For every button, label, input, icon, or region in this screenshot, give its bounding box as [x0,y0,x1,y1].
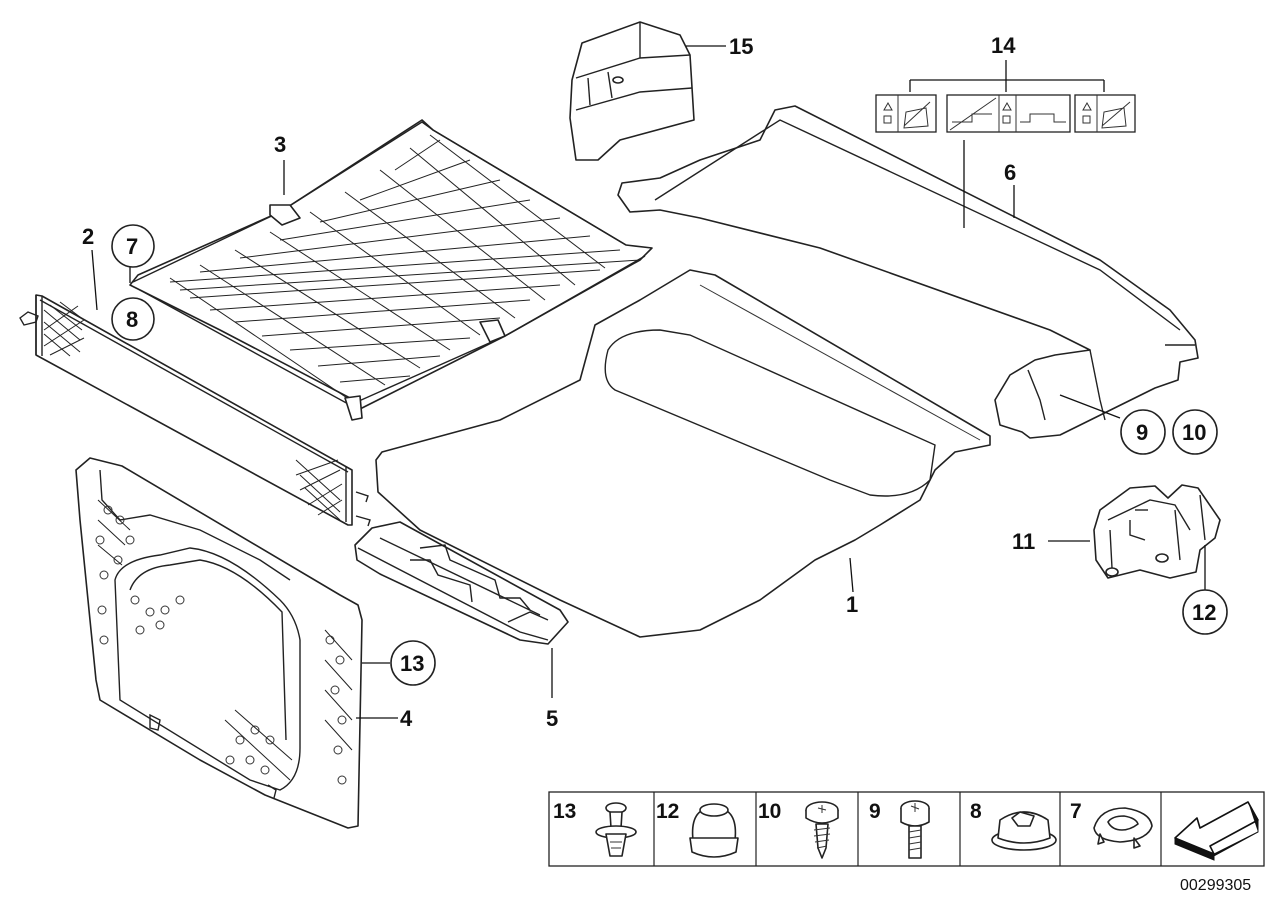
part-2-side-net [19,294,371,527]
part-1-floor-mat [375,269,991,638]
callout-8-circle [111,297,155,341]
legend-number-12: 12 [656,800,679,823]
legend-item-12: 12 [656,800,739,858]
callout-10: 10 [1182,420,1206,445]
part-11-bracket [1093,484,1221,579]
bolt-icon [900,800,930,859]
legend-number-8: 8 [970,800,982,823]
legend-item-13: 13 [553,800,637,857]
callout-2: 2 [82,224,94,249]
callout-14: 14 [991,33,1016,58]
callout-7: 7 [126,234,138,259]
part-6-floor-cover [617,105,1199,439]
callout-1: 1 [846,592,858,617]
legend-number-13: 13 [553,800,576,823]
part-14-warning-labels [875,60,1136,133]
callout-9-circle [1120,409,1166,455]
part-3-luggage-net [129,119,653,421]
callout-12-circle [1182,589,1228,635]
part-4-side-trim-panel [75,457,363,829]
callout-15: 15 [729,34,753,59]
legend-number-7: 7 [1070,800,1082,823]
plug-cap-icon [689,803,739,858]
callout-13: 13 [400,651,424,676]
legend-item-10: 10 [758,800,839,859]
legend-item-9: 9 [869,800,930,859]
grommet-icon [1093,807,1153,849]
callout-12: 12 [1192,600,1216,625]
callout-7-circle [111,224,155,268]
expanding-rivet-icon [595,802,637,857]
fasteners-legend: 13 12 10 [548,791,1265,867]
callout-5: 5 [546,706,558,731]
callout-3: 3 [274,132,286,157]
legend-number-9: 9 [869,800,881,823]
self-tapping-screw-icon [805,801,839,859]
callout-4: 4 [400,706,413,731]
callout-6: 6 [1004,160,1016,185]
part-number: 00299305 [1180,877,1251,894]
clip-nut-icon [991,811,1057,851]
part-15-trim-block [569,21,695,161]
callout-8: 8 [126,307,138,332]
legend-item-8: 8 [970,800,1057,851]
part-5-storage-tray [354,521,569,645]
direction-arrow-icon [1174,801,1259,861]
legend-number-10: 10 [758,800,781,823]
callout-13-circle [390,640,436,686]
callout-9: 9 [1136,420,1148,445]
legend-item-7: 7 [1070,800,1153,849]
callout-11: 11 [1012,529,1035,554]
callout-10-circle [1172,409,1218,455]
